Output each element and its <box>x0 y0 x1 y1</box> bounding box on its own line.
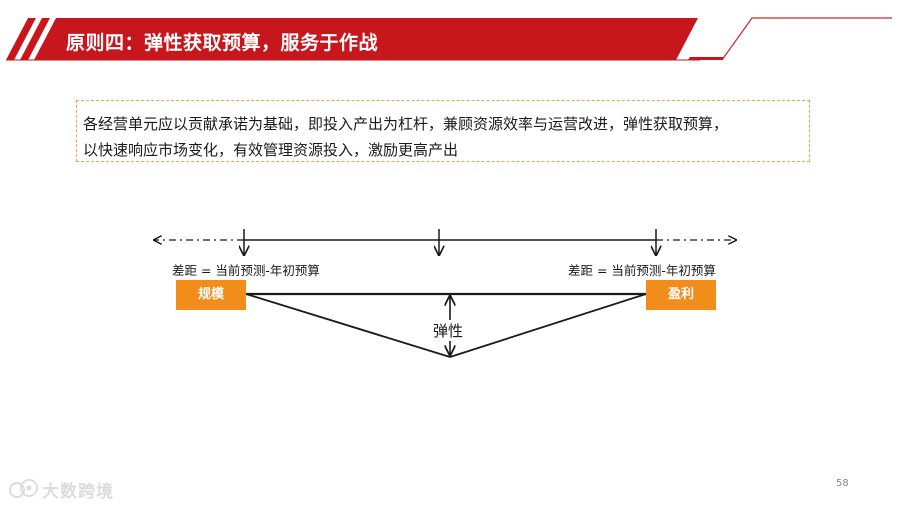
header-underline-accent <box>688 57 724 60</box>
principle-line-2: 以快速响应市场变化，有效管理资源投入，激励更高产出 <box>83 141 459 159</box>
profit-box: 盈利 <box>646 280 716 310</box>
watermark-logo-icon <box>9 479 38 498</box>
header-band <box>6 17 892 61</box>
scale-box: 规模 <box>176 280 246 310</box>
triangle-left-leg <box>245 293 451 358</box>
page-title: 原则四：弹性获取预算，服务于作战 <box>66 32 379 54</box>
principle-box: 各经营单元应以贡献承诺为基础，即投入产出为杠杆，兼顾资源效率与运营改进，弹性获取… <box>76 100 810 162</box>
header-stripe-2 <box>20 18 50 60</box>
header-outline-line <box>721 17 892 61</box>
elasticity-label: 弹性 <box>432 320 465 341</box>
header-red-band <box>34 18 698 60</box>
principle-line-1: 各经营单元应以贡献承诺为基础，即投入产出为杠杆，兼顾资源效率与运营改进，弹性获取… <box>83 115 729 133</box>
header-stripe-1 <box>6 18 36 60</box>
right-formula: 差距 = 当前预测-年初预算 <box>568 263 716 278</box>
page-number: 58 <box>836 478 849 489</box>
left-formula: 差距 = 当前预测-年初预算 <box>172 263 320 278</box>
triangle-right-leg <box>449 293 647 358</box>
watermark-text: 大数跨境 <box>42 481 114 502</box>
watermark: 大数跨境 <box>8 476 114 502</box>
